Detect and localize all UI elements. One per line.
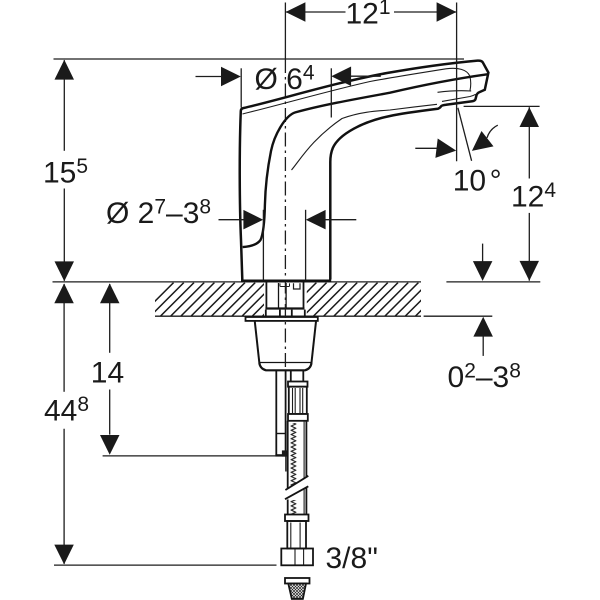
svg-text:14: 14 bbox=[91, 357, 124, 390]
svg-text:10°: 10° bbox=[453, 164, 502, 197]
svg-text:124: 124 bbox=[511, 179, 556, 214]
svg-text:02–38: 02–38 bbox=[448, 360, 521, 395]
svg-text:3/8": 3/8" bbox=[326, 542, 378, 575]
svg-text:Ø 27–38: Ø 27–38 bbox=[106, 195, 211, 230]
